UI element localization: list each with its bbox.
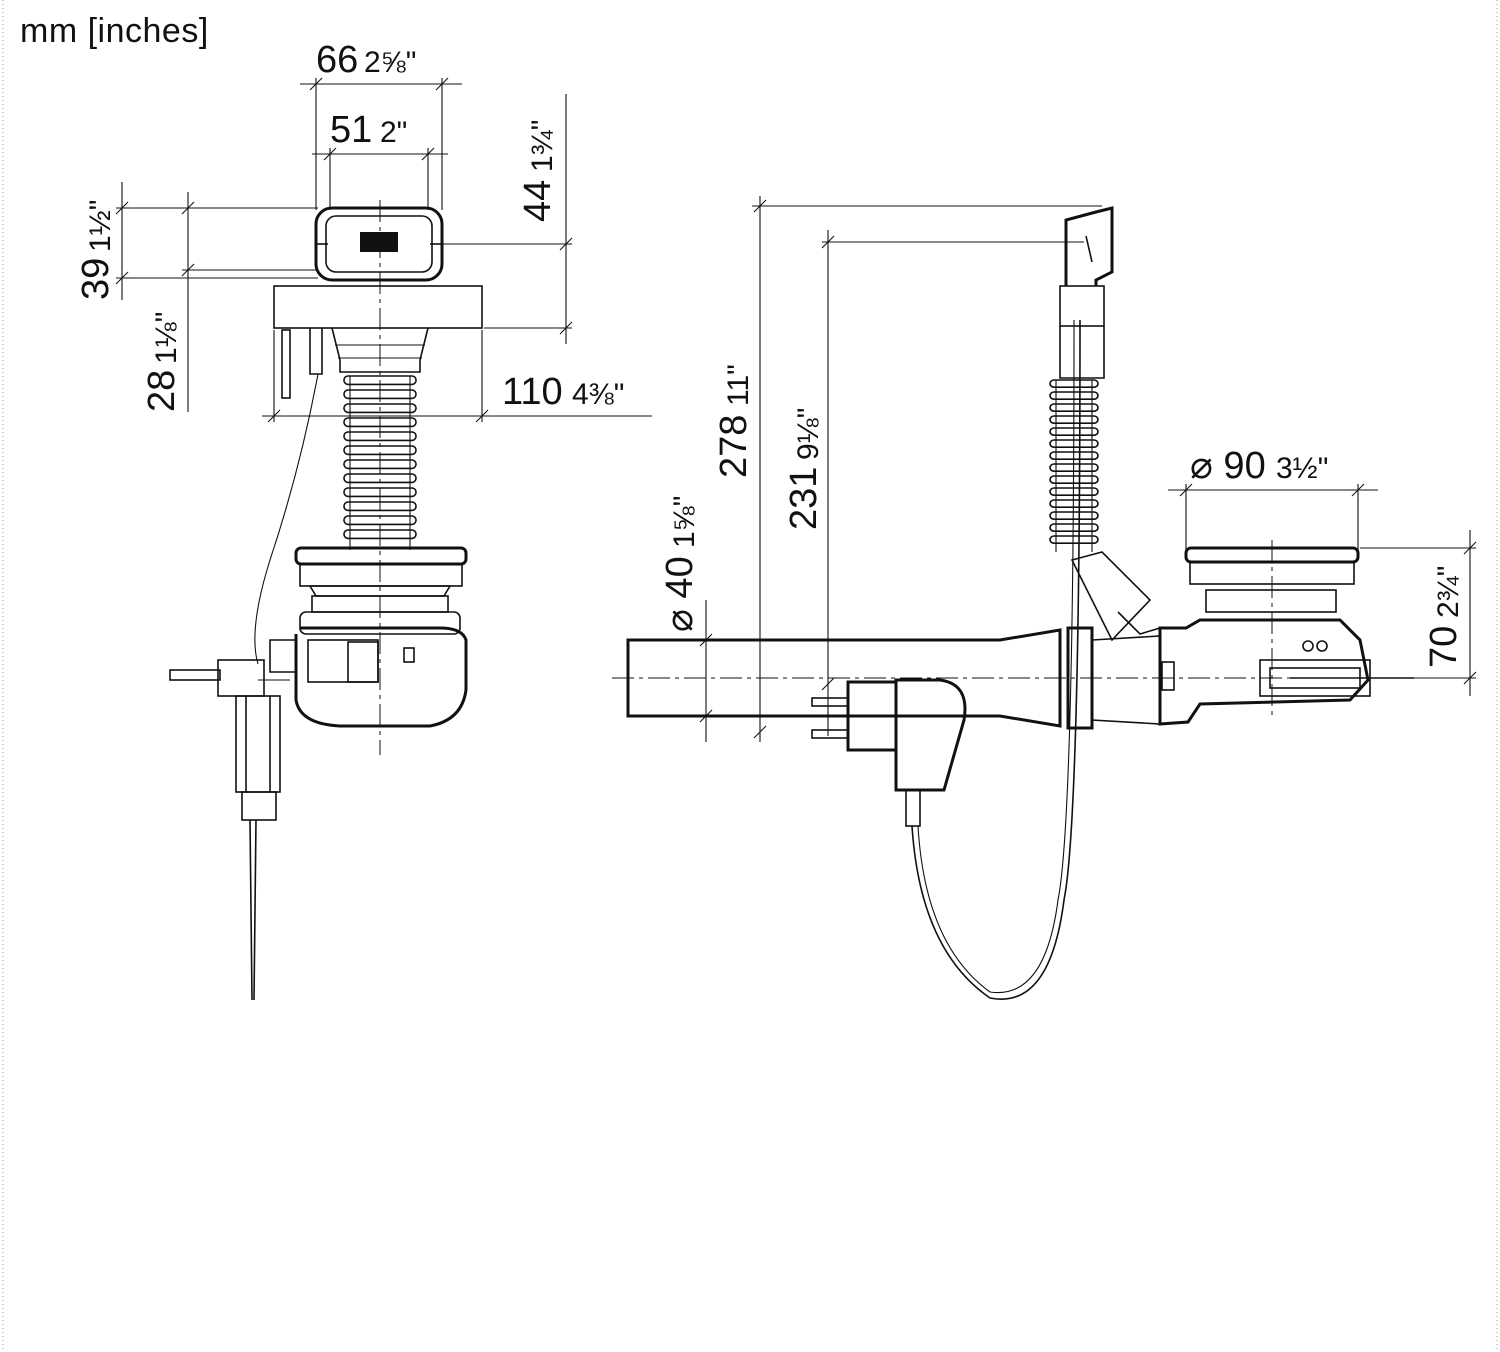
power-plug bbox=[894, 678, 967, 792]
hose-elbow bbox=[1070, 551, 1152, 642]
front-view bbox=[169, 200, 483, 1001]
corrugated-hose bbox=[343, 375, 417, 550]
dim-110-inch: 4⅜" bbox=[572, 378, 624, 411]
side-button bbox=[1064, 206, 1114, 286]
bowden-cable bbox=[254, 373, 319, 665]
overflow-pipe bbox=[626, 628, 1062, 728]
dim-51-inch: 2" bbox=[380, 116, 407, 149]
dim-28-mm: 28 bbox=[141, 370, 183, 412]
dim-39-inch: 1½" bbox=[84, 200, 117, 252]
valve-body bbox=[294, 626, 468, 728]
dim-44-inch: 1¾" bbox=[526, 120, 559, 172]
dim-39-mm: 39 bbox=[75, 258, 117, 300]
actuator-box bbox=[217, 659, 265, 697]
valve-housing bbox=[1158, 618, 1370, 726]
dim-90-inch: 3½" bbox=[1276, 452, 1328, 485]
cable bbox=[249, 819, 253, 1001]
plug-housing bbox=[235, 695, 281, 793]
dim-44-mm: 44 bbox=[517, 180, 559, 222]
dim-66-inch: 2⅝" bbox=[364, 46, 416, 79]
dim-70-mm: 70 bbox=[1423, 626, 1465, 668]
dim-278-inch: 11" bbox=[722, 364, 755, 406]
dim-40-mm: ⌀ 40 bbox=[659, 556, 701, 632]
waste-flange bbox=[294, 546, 468, 566]
dim-110-mm: 110 bbox=[502, 371, 563, 413]
dim-40-inch: 1⅝" bbox=[668, 496, 701, 548]
dim-51-mm: 51 bbox=[330, 109, 372, 151]
dim-28-inch: 1⅛" bbox=[150, 312, 183, 364]
power-cable bbox=[911, 319, 1081, 1000]
dim-278-mm: 278 bbox=[713, 415, 755, 478]
side-view bbox=[612, 206, 1414, 1000]
dim-66-mm: 66 bbox=[316, 39, 358, 81]
dim-231-inch: 9⅛" bbox=[792, 408, 825, 460]
dim-70-inch: 2¾" bbox=[1432, 566, 1465, 618]
button-logo-icon bbox=[360, 232, 398, 252]
actuator-rod bbox=[169, 669, 221, 681]
dim-231-mm: 231 bbox=[783, 467, 825, 530]
side-dimensions bbox=[699, 196, 1477, 742]
front-dimensions bbox=[115, 77, 652, 423]
units-label: mm [inches] bbox=[20, 12, 209, 50]
dim-90-mm: ⌀ 90 bbox=[1190, 445, 1266, 487]
base-plate bbox=[273, 285, 483, 329]
plug-pin-icon bbox=[811, 697, 849, 707]
